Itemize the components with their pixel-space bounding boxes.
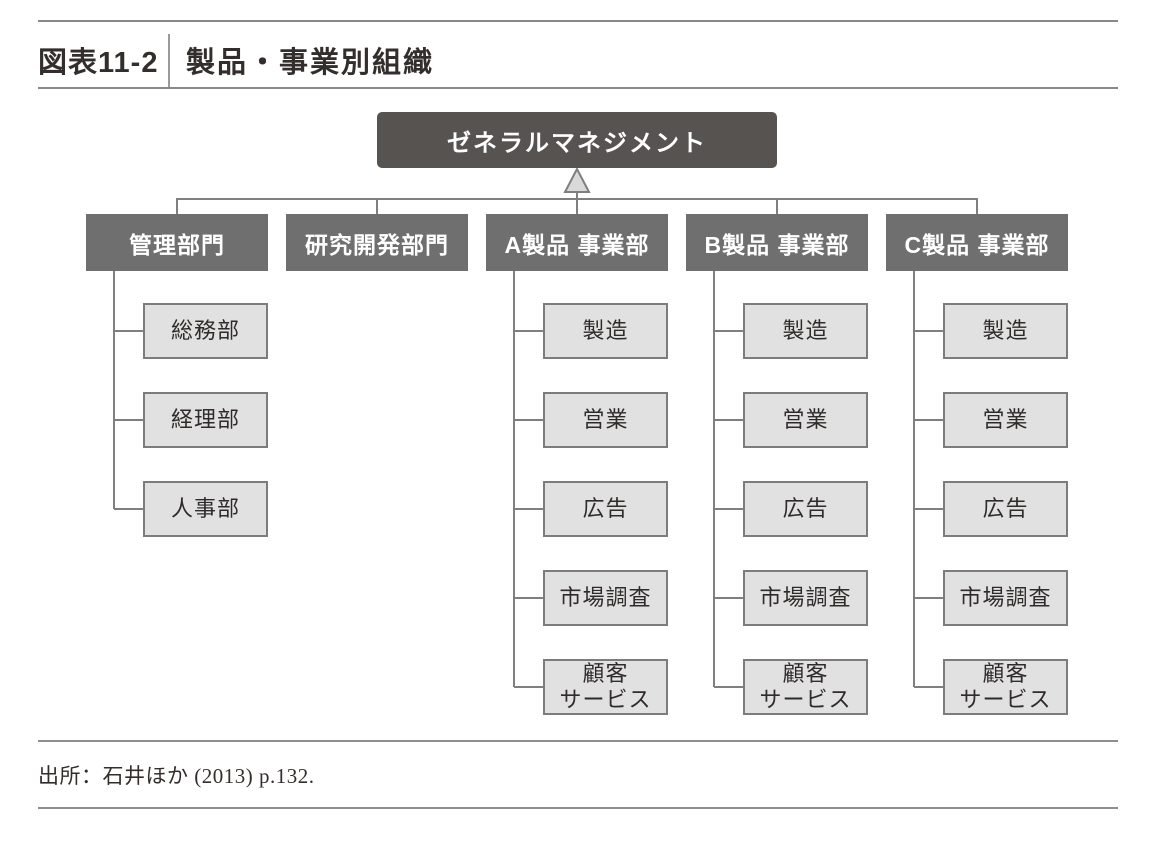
child-box: 市場調査 [743, 570, 868, 626]
child-box: 営業 [543, 392, 668, 448]
figure-number-label: 図表11-2 [38, 47, 159, 79]
child-box: 市場調査 [943, 570, 1068, 626]
child-box: 顧客 サービス [743, 659, 868, 715]
child-box: 営業 [743, 392, 868, 448]
child-box: 広告 [543, 481, 668, 537]
child-box: 顧客 サービス [943, 659, 1068, 715]
child-box: 製造 [543, 303, 668, 359]
dept-box-product-b: B製品 事業部 [686, 214, 868, 271]
dept-box-admin: 管理部門 [86, 214, 268, 271]
child-box: 製造 [743, 303, 868, 359]
up-arrow-icon [563, 166, 591, 193]
source-top-rule [38, 740, 1118, 742]
source-note: 出所：石井ほか (2013) p.132. [38, 764, 315, 788]
figure-title: 製品・事業別組織 [186, 47, 435, 79]
child-box: 顧客 サービス [543, 659, 668, 715]
child-box: 総務部 [143, 303, 268, 359]
child-box: 広告 [743, 481, 868, 537]
child-box: 営業 [943, 392, 1068, 448]
dept-box-rnd: 研究開発部門 [286, 214, 468, 271]
header-bottom-rule [38, 87, 1118, 89]
child-box: 広告 [943, 481, 1068, 537]
header-top-rule [38, 20, 1118, 22]
child-box: 経理部 [143, 392, 268, 448]
root-box-general-management: ゼネラルマネジメント [377, 112, 777, 168]
child-box: 市場調査 [543, 570, 668, 626]
dept-box-product-a: A製品 事業部 [486, 214, 668, 271]
child-box: 人事部 [143, 481, 268, 537]
title-divider-line [168, 34, 170, 87]
page-bottom-rule [38, 807, 1118, 809]
child-box: 製造 [943, 303, 1068, 359]
dept-box-product-c: C製品 事業部 [886, 214, 1068, 271]
